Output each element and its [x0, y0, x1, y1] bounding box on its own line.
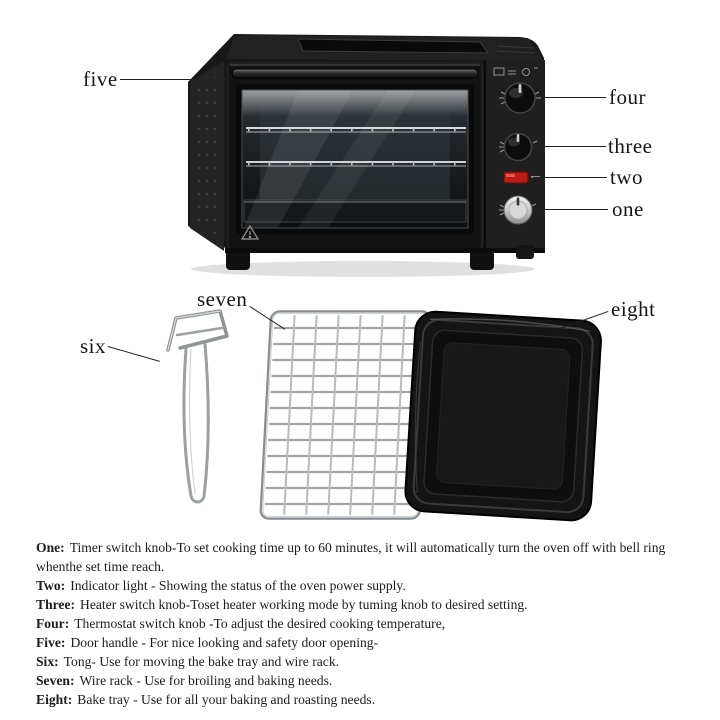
bake-tray-illustration: [404, 310, 602, 522]
callout-line-one: [541, 209, 608, 210]
oven-shadow: [191, 261, 535, 277]
description-term-one: One:: [36, 540, 65, 555]
description-three: Three: Heater switch knob-Toset heater wo…: [36, 595, 698, 614]
description-text-four: Thermostat switch knob -To adjust the de…: [74, 616, 446, 631]
description-text-two: Indicator light - Showing the status of …: [70, 578, 406, 593]
description-text-five: Door handle - For nice looking and safet…: [70, 635, 379, 650]
warning-triangle-icon: [240, 224, 260, 240]
oven-top-panel: [297, 38, 489, 54]
callout-line-two: [533, 177, 607, 178]
oven-base: [225, 248, 545, 253]
callout-label-three: three: [608, 134, 653, 158]
description-seven: Seven: Wire rack - Use for broiling and b…: [36, 671, 698, 690]
toaster-oven-illustration: [188, 34, 545, 277]
inner-wire-racks: [246, 127, 466, 167]
callout-label-five: five: [83, 67, 118, 91]
description-one: One:Timer switch knob-To set cooking tim…: [36, 538, 698, 576]
description-two: Two: Indicator light - Showing the status…: [36, 576, 698, 595]
description-text-three: Heater switch knob-Toset heater working …: [80, 597, 528, 612]
description-text-one: Timer switch knob-To set cooking time up…: [36, 540, 666, 574]
panel-markings: [493, 67, 538, 76]
crumb-tray: [243, 199, 467, 223]
callout-line-three: [540, 146, 606, 147]
side-vent-holes: [194, 74, 220, 242]
thermostat-knob: [499, 82, 541, 114]
description-term-four: Four:: [36, 616, 70, 631]
description-text-six: Tong- Use for moving the bake tray and w…: [63, 654, 340, 669]
callout-label-one: one: [612, 197, 644, 221]
top-vents: [496, 45, 536, 54]
description-text-seven: Wire rack - Use for broiling and baking …: [79, 673, 333, 688]
glass-reflection: [242, 90, 468, 116]
door-handle: [231, 68, 479, 79]
callout-label-four: four: [609, 85, 646, 109]
callout-line-four: [545, 97, 606, 98]
heater-switch-knob: [499, 132, 538, 162]
callout-label-two: two: [610, 165, 643, 189]
description-text-eight: Bake tray - Use for all your baking and …: [77, 692, 376, 707]
callout-label-six: six: [80, 334, 107, 358]
description-five: Five: Door handle - For nice looking and …: [36, 633, 698, 652]
callout-label-seven: seven: [197, 287, 248, 311]
callout-line-five: [120, 79, 228, 80]
callout-label-eight: eight: [611, 297, 656, 321]
description-term-two: Two:: [36, 578, 66, 593]
description-term-seven: Seven:: [36, 673, 75, 688]
description-eight: Eight: Bake tray - Use for all your bakin…: [36, 690, 698, 709]
description-term-six: Six:: [36, 654, 59, 669]
tong-illustration: [166, 309, 229, 504]
description-term-three: Three:: [36, 597, 76, 612]
parts-description-list: One:Timer switch knob-To set cooking tim…: [36, 538, 698, 709]
oven-cavity: [260, 106, 450, 210]
description-term-five: Five:: [36, 635, 66, 650]
oven-feet: [226, 245, 534, 270]
timer-knob: [499, 195, 537, 225]
description-term-eight: Eight:: [36, 692, 73, 707]
description-six: Six: Tong- Use for moving the bake tray a…: [36, 652, 698, 671]
description-four: Four: Thermostat switch knob -To adjust t…: [36, 614, 698, 633]
indicator-light: [503, 171, 540, 184]
